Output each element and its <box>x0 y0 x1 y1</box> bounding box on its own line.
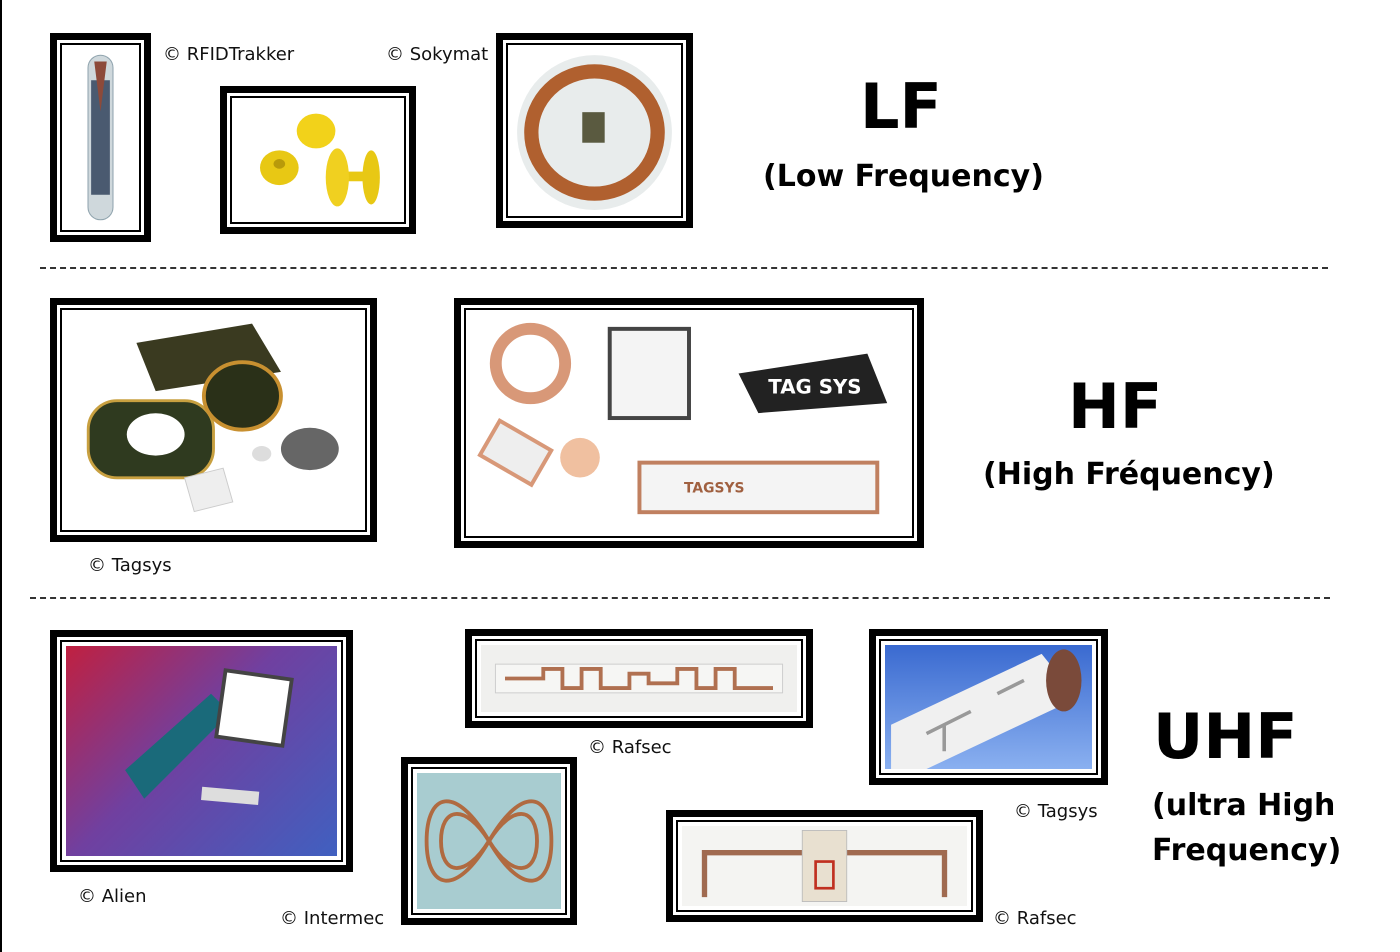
hf-tagsys-labels-image: TAG SYS TAGSYS <box>454 298 924 548</box>
caption-rfidtrakker: © RFIDTrakker <box>163 44 295 65</box>
hf-title: HF <box>1068 370 1163 443</box>
caption-rafsec-1: © Rafsec <box>588 737 672 758</box>
lf-title: LF <box>860 70 942 143</box>
section-divider <box>30 597 1330 599</box>
intermec-butterfly-image <box>401 757 577 925</box>
caption-rafsec-2: © Rafsec <box>993 908 1077 929</box>
caption-sokymat: © Sokymat <box>386 44 489 65</box>
rafsec-loop-tag-image <box>666 810 983 922</box>
caption-intermec: © Intermec <box>280 908 385 929</box>
uhf-title: UHF <box>1153 700 1298 773</box>
section-divider <box>40 267 1328 269</box>
caption-tagsys-hf: © Tagsys <box>88 555 172 576</box>
caption-alien: © Alien <box>78 886 147 907</box>
rafsec-dipole-image <box>465 629 813 728</box>
caption-tagsys-uhf: © Tagsys <box>1014 801 1098 822</box>
tagsys-uhf-roll-image <box>869 629 1108 785</box>
coil-disc-tag-image <box>496 33 693 228</box>
lf-subtitle: (Low Frequency) <box>763 159 1044 194</box>
svg-text:TAGSYS: TAGSYS <box>684 480 744 496</box>
uhf-subtitle-line2: Frequency) <box>1152 833 1342 868</box>
svg-text:TAG SYS: TAG SYS <box>768 375 861 398</box>
hf-subtitle: (High Fréquency) <box>983 457 1275 492</box>
glass-tag-image <box>50 33 151 242</box>
page-border <box>0 0 2 952</box>
ear-tag-image <box>220 86 416 234</box>
alien-uhf-image <box>50 630 353 872</box>
hf-tags-image <box>50 298 377 542</box>
uhf-subtitle-line1: (ultra High <box>1152 788 1336 823</box>
